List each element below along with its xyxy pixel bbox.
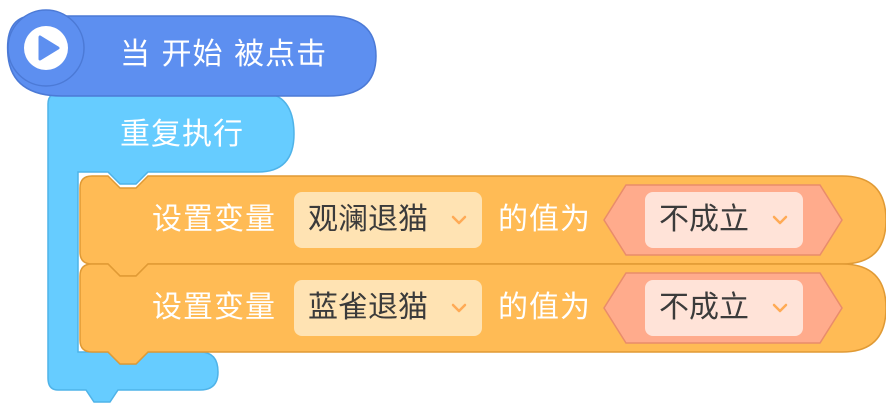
boolean-value: 不成立 [659,290,749,325]
variable-dropdown[interactable]: 观澜退猫 [294,192,482,248]
chevron-down-icon [451,303,467,313]
boolean-value: 不成立 [659,202,749,237]
loop-block-shape[interactable] [47,91,295,403]
set-block-middle-label: 的值为 [498,290,591,325]
loop-block-label: 重复执行 [120,117,244,152]
chevron-down-icon [451,215,467,225]
chevron-down-icon [772,215,788,225]
event-block-label: 当 开始 被点击 [120,37,328,72]
variable-dropdown-value: 蓝雀退猫 [308,290,428,325]
variable-dropdown[interactable]: 蓝雀退猫 [294,280,482,336]
chevron-down-icon [772,303,788,313]
set-block-prefix: 设置变量 [152,202,276,237]
boolean-value-dropdown[interactable]: 不成立 [645,280,803,336]
event-block-shape[interactable] [6,14,377,97]
set-block-prefix: 设置变量 [152,290,276,325]
play-icon [7,9,85,87]
boolean-value-dropdown[interactable]: 不成立 [645,192,803,248]
variable-dropdown-value: 观澜退猫 [308,202,428,237]
set-block-middle-label: 的值为 [498,202,591,237]
